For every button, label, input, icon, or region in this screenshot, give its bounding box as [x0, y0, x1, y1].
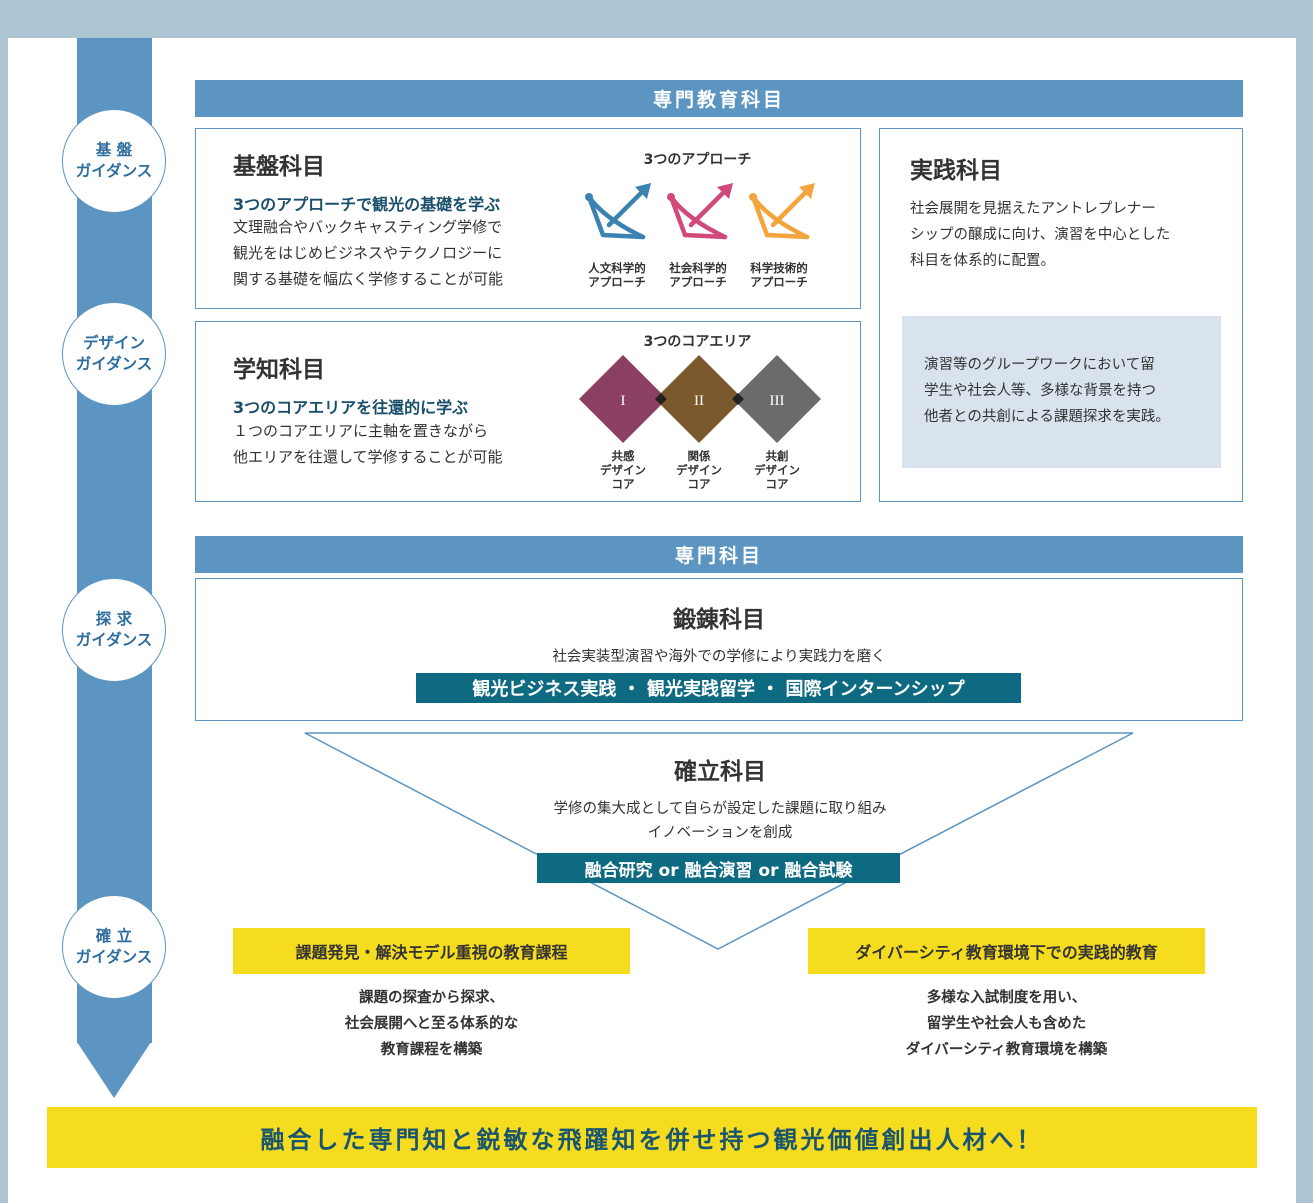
feature-1-body: 課題の探査から探求、 社会展開へと至る体系的な 教育課程を構築: [344, 990, 519, 1058]
kakuritsu-title: 確立科目: [674, 759, 766, 785]
kakuritsu-courses: 融合研究 or 融合演習 or 融合試験: [537, 853, 900, 883]
feature-2-body: 多様な入試制度を用い、 留学生や社会人も含めた ダイバーシティ教育環境を構築: [905, 990, 1108, 1058]
gakuchi-body: １つのコアエリアに主軸を置きながら 他エリアを往還して学修することが可能: [233, 422, 503, 466]
core-label-3: 共創 デザイン コア: [754, 449, 800, 491]
core-numeral-2: II: [694, 393, 704, 409]
kiban-subtitle: 3つのアプローチで観光の基礎を学ぶ: [233, 195, 501, 214]
approach-heading: 3つのアプローチ: [643, 152, 752, 168]
core-numeral-1: I: [621, 393, 626, 409]
senmon-kyoiku-header: 専門教育科目: [195, 80, 1243, 117]
core-diamonds: I II III: [579, 355, 821, 443]
feature-2-title: ダイバーシティ教育環境下での実践的教育: [808, 928, 1205, 974]
approach-label-humanities: 人文科学的 アプローチ: [588, 261, 646, 289]
approach-label-science: 科学技術的 アプローチ: [750, 261, 808, 289]
goal-banner: 融合した専門知と鋭敏な飛躍知を併せ持つ観光価値創出人材へ！: [47, 1107, 1257, 1168]
jissen-title: 実践科目: [910, 158, 1002, 184]
tanren-courses: 観光ビジネス実践 ・ 観光実践留学 ・ 国際インターンシップ: [416, 673, 1021, 703]
guidance-design: デザイン ガイダンス: [62, 302, 166, 406]
approach-icons: [585, 183, 815, 240]
core-diamond-3: [733, 355, 821, 443]
core-label-2: 関係 デザイン コア: [676, 449, 722, 491]
progression-arrow-head: [77, 1042, 151, 1098]
bow-arrow-icon: [749, 183, 815, 240]
approach-label-social: 社会科学的 アプローチ: [669, 261, 727, 289]
tanren-title: 鍛錬科目: [673, 607, 765, 633]
guidance-kiban: 基 盤 ガイダンス: [62, 109, 166, 213]
guidance-kakuritsu: 確 立 ガイダンス: [62, 895, 166, 999]
jissen-note-panel: [902, 316, 1221, 468]
core-heading: 3つのコアエリア: [643, 334, 752, 350]
gakuchi-title: 学知科目: [233, 357, 325, 383]
kakuritsu-triangle: [304, 732, 1134, 950]
core-diamond-2: [655, 355, 743, 443]
bow-arrow-icon: [585, 183, 651, 240]
senmon-header: 専門科目: [195, 536, 1243, 573]
core-diamond-1: [579, 355, 667, 443]
jissen-note: 演習等のグループワークにおいて留 学生や社会人等、多様な背景を持つ 他者との共創…: [924, 357, 1170, 425]
core-label-1: 共感 デザイン コア: [600, 449, 646, 491]
kiban-box: [195, 128, 861, 309]
gakuchi-subtitle: 3つのコアエリアを往還的に学ぶ: [233, 398, 469, 417]
kiban-title: 基盤科目: [233, 154, 325, 180]
jissen-body: 社会展開を見据えたアントレプレナー シップの醸成に向け、演習を中心とした 科目を…: [910, 201, 1171, 269]
kiban-body: 文理融合やバックキャスティング学修で 観光をはじめビジネスやテクノロジーに 関す…: [233, 218, 504, 288]
guidance-tankyu: 探 求 ガイダンス: [62, 578, 166, 682]
feature-1-title: 課題発見・解決モデル重視の教育課程: [233, 928, 630, 974]
bow-arrow-icon: [667, 183, 733, 240]
core-numeral-3: III: [770, 393, 785, 409]
tanren-body: 社会実装型演習や海外での学修により実践力を磨く: [552, 649, 886, 665]
kakuritsu-body: 学修の集大成として自らが設定した課題に取り組み イノベーションを創成: [553, 801, 887, 841]
